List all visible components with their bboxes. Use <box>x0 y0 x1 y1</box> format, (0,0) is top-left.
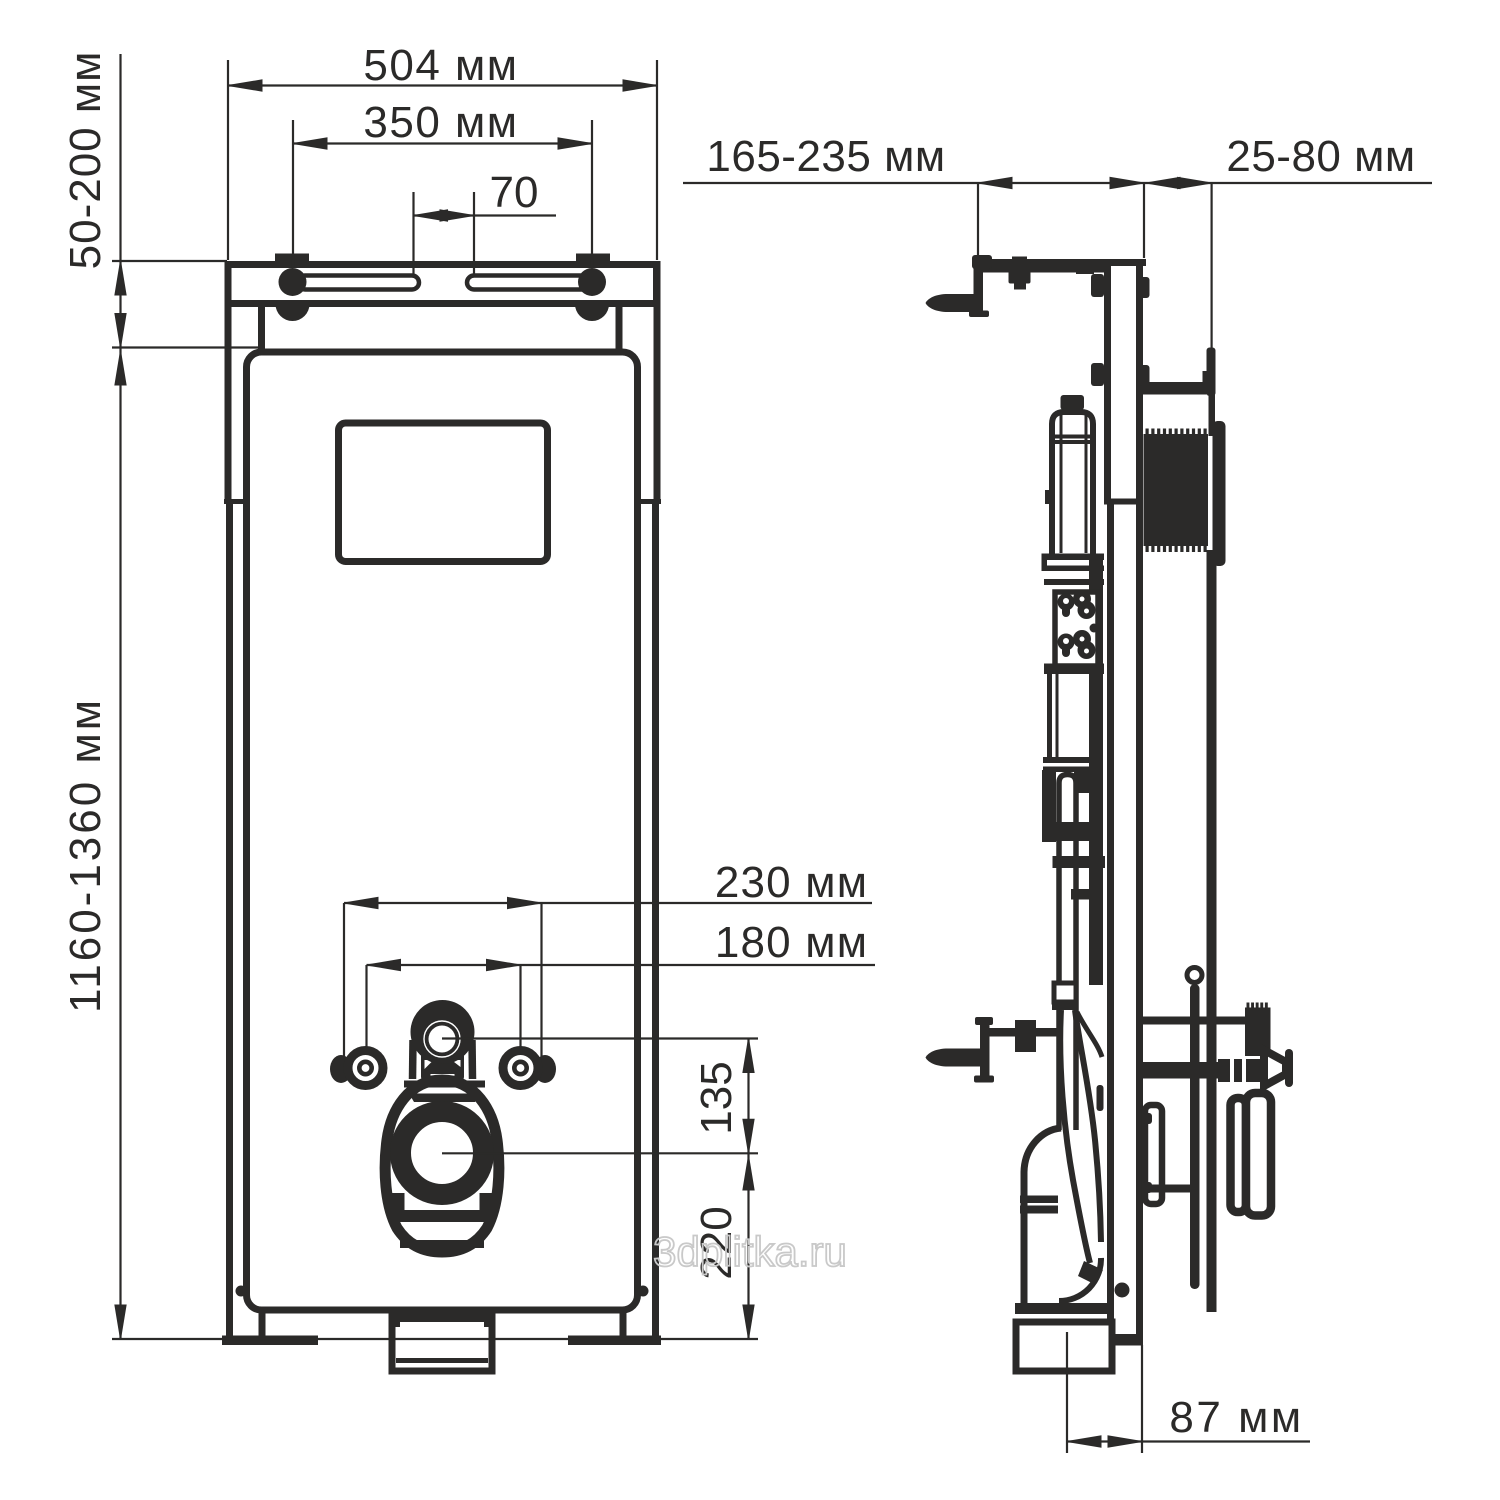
svg-text:220: 220 <box>692 1206 741 1279</box>
svg-text:70: 70 <box>490 168 539 217</box>
svg-text:87 мм: 87 мм <box>1169 1393 1303 1442</box>
svg-text:25-80 мм: 25-80 мм <box>1226 132 1415 181</box>
svg-text:1160-1360 мм: 1160-1360 мм <box>61 697 110 1013</box>
svg-text:230 мм: 230 мм <box>715 858 868 907</box>
svg-text:180 мм: 180 мм <box>715 918 868 967</box>
svg-text:350 мм: 350 мм <box>363 98 518 147</box>
svg-text:165-235 мм: 165-235 мм <box>706 132 945 181</box>
svg-text:135: 135 <box>692 1061 741 1134</box>
svg-text:3dplitka.ru: 3dplitka.ru <box>653 1228 847 1275</box>
svg-text:504 мм: 504 мм <box>363 41 518 90</box>
svg-text:50-200 мм: 50-200 мм <box>61 51 110 270</box>
